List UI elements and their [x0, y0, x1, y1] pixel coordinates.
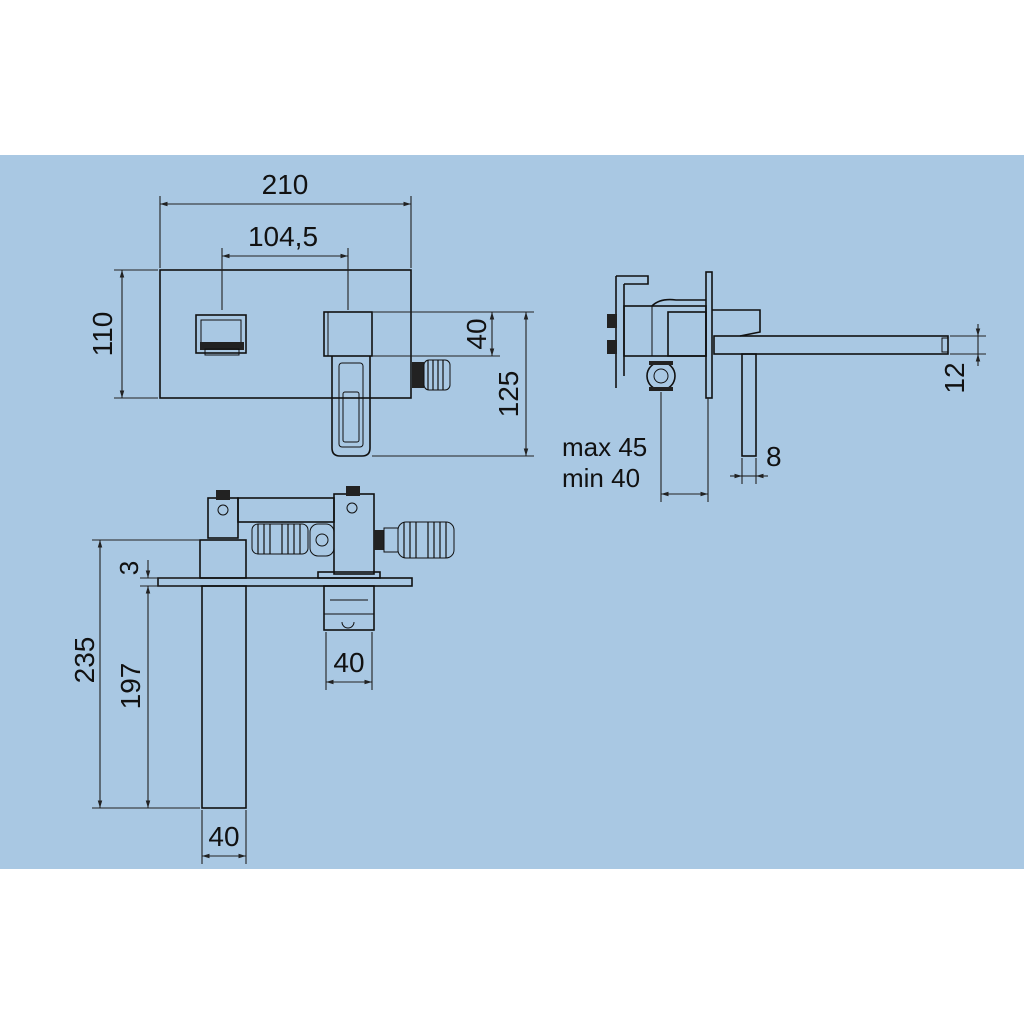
mixer-body-side: [607, 275, 707, 388]
side-connector: [646, 361, 676, 391]
inlet-fitting-top: [374, 521, 455, 559]
dim-spout-length: 235: [69, 637, 100, 684]
handle-top: [323, 585, 375, 631]
side-view: 12 8 max 45 min 40: [562, 271, 986, 502]
mixer-handle: [323, 311, 373, 457]
wall-plate: [159, 269, 412, 399]
front-view: 210 104,5 110 40 125: [87, 169, 534, 457]
drawing-panel: [0, 155, 1024, 869]
cartridge-fittings: [251, 523, 309, 555]
dim-wall-max: max 45: [562, 432, 647, 462]
spout-side: [712, 309, 949, 355]
dim-offset-center: 104,5: [248, 221, 318, 252]
dim-spout-projection: 197: [115, 663, 146, 710]
dim-plate-thickness: 3: [114, 561, 144, 575]
top-view: 235 197 3 40 40: [69, 486, 455, 864]
dim-spout-thickness: 12: [939, 362, 970, 393]
dim-spout-width: 40: [208, 821, 239, 852]
wall-plate-top: [157, 577, 413, 587]
dim-handle-top-width: 40: [333, 647, 364, 678]
dim-wall-min: min 40: [562, 463, 640, 493]
dim-handle-width: 8: [766, 441, 782, 472]
left-outlet: [195, 314, 247, 356]
connector-fitting: [412, 359, 451, 391]
dim-width-total: 210: [262, 169, 309, 200]
dim-plate-height: 110: [87, 312, 118, 357]
handle-side: [741, 353, 757, 457]
spout-top: [199, 539, 247, 809]
dim-handle-depth: 125: [493, 371, 524, 418]
dim-handle-height: 40: [461, 318, 492, 349]
wall-plate-side: [705, 271, 713, 399]
